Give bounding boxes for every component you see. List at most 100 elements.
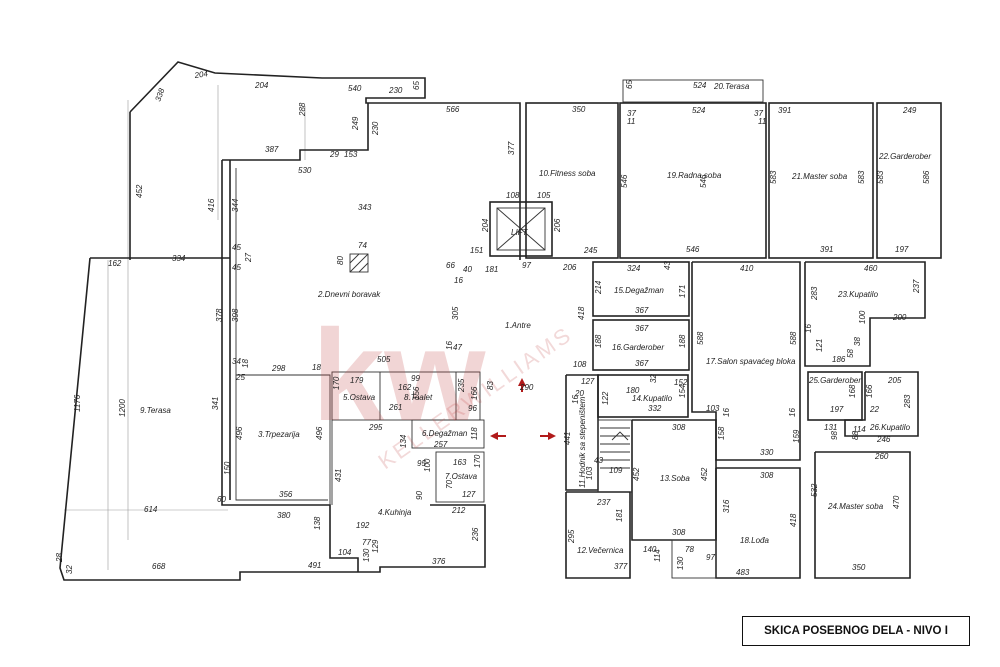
- dimension-label: 546: [620, 174, 629, 188]
- room-label-2: 2.Dnevni boravak: [317, 290, 381, 299]
- dimension-label: 27: [244, 253, 253, 263]
- dimension-label: 214: [594, 280, 603, 295]
- dimension-label: 16: [454, 276, 463, 285]
- dimension-label: 121: [815, 339, 824, 352]
- dimension-label: 483: [736, 568, 750, 577]
- dimension-label: 350: [572, 105, 586, 114]
- room-label-24: 24.Master soba: [827, 502, 884, 511]
- dimension-label: 58: [846, 349, 855, 358]
- dimension-label: 122: [601, 391, 610, 405]
- dimension-label: 367: [635, 324, 649, 333]
- dimension-label: 668: [152, 562, 166, 571]
- room-label-21: 21.Master soba: [791, 172, 848, 181]
- dimension-label: 260: [874, 452, 889, 461]
- dimension-label: 376: [432, 557, 446, 566]
- dimension-label: 32: [649, 374, 658, 383]
- dimension-label: 410: [740, 264, 754, 273]
- dimension-label: 205: [887, 376, 902, 385]
- dimension-label: 130: [676, 556, 685, 570]
- dimension-label: 103: [585, 466, 594, 480]
- dimension-label: 452: [135, 184, 144, 198]
- dimension-label: 104: [338, 548, 352, 557]
- dimension-label: 129: [371, 539, 380, 553]
- dimension-label: 377: [507, 141, 516, 155]
- dimension-label: 43: [594, 456, 603, 465]
- dimension-label: 546: [686, 245, 700, 254]
- dimension-label: 235: [457, 378, 466, 393]
- dimension-label: 316: [722, 499, 731, 513]
- dimension-label: 298: [271, 364, 286, 373]
- dimension-label: 22: [869, 405, 879, 414]
- dimension-label: 181: [485, 265, 498, 274]
- dimension-label: 452: [700, 467, 709, 481]
- room-label-18: 18.Lođa: [740, 536, 769, 545]
- dimension-label: 367: [635, 306, 649, 315]
- room-label-22: 22.Garderober: [878, 152, 931, 161]
- dimension-label: 45: [232, 263, 241, 272]
- dimension-label: 418: [789, 513, 798, 527]
- dimension-label: 74: [358, 241, 367, 250]
- room-label-12: 12.Večernica: [577, 546, 624, 555]
- dimension-label: 18: [241, 359, 250, 368]
- dimension-label: 108: [573, 360, 587, 369]
- dimension-label: 181: [615, 509, 624, 522]
- dimension-label: 99: [411, 374, 420, 383]
- dimension-label: 338: [153, 87, 166, 103]
- dimension-label: 230: [388, 86, 403, 95]
- dimension-label: 70: [445, 480, 454, 489]
- dimension-label: 16: [445, 341, 454, 350]
- dimension-label: 77: [362, 538, 371, 547]
- room-label-3: 3.Trpezarija: [258, 430, 300, 439]
- dimension-label: 40: [463, 265, 472, 274]
- dimension-label: 330: [760, 448, 774, 457]
- room-label-4: 4.Kuhinja: [378, 508, 412, 517]
- dimension-label: 37: [627, 109, 636, 118]
- dimension-label: 105: [537, 191, 551, 200]
- dimension-label: 230: [371, 121, 380, 136]
- dimension-label: 109: [609, 466, 623, 475]
- dimension-label: 95: [417, 459, 426, 468]
- room-label-1: 1.Antre: [505, 321, 531, 330]
- dimension-label: 452: [632, 467, 641, 481]
- dimension-label: 100: [858, 310, 867, 324]
- dimension-label: 78: [685, 545, 694, 554]
- dimension-label: 356: [279, 490, 293, 499]
- dimension-label: 460: [864, 264, 878, 273]
- dimension-label: 341: [211, 397, 220, 410]
- dimension-label: 236: [471, 527, 480, 542]
- dimension-label: 100: [423, 458, 432, 472]
- dimension-label: 11: [758, 117, 766, 126]
- dimension-label: 418: [577, 306, 586, 320]
- dimension-label: 131: [824, 423, 837, 432]
- dimension-label: 237: [596, 498, 611, 507]
- dimension-label: 237: [912, 279, 921, 294]
- dimension-label: 441: [563, 432, 572, 445]
- plan-title: SKICA POSEBNOG DELA - NIVO I: [764, 625, 948, 637]
- dimension-label: 11: [627, 117, 635, 126]
- dimension-label: 151: [470, 246, 483, 255]
- title-box: SKICA POSEBNOG DELA - NIVO I: [742, 616, 970, 646]
- dimension-label: 130: [362, 548, 371, 562]
- dimension-label: 114: [853, 425, 866, 434]
- dimension-label: 540: [348, 84, 362, 93]
- dimension-label: 308: [760, 471, 774, 480]
- dimension-label: 188: [594, 334, 603, 348]
- dimension-label: 134: [399, 434, 408, 448]
- dimension-label: 16: [804, 324, 813, 333]
- dimension-label: 1176: [73, 394, 82, 412]
- dimension-label: 37: [754, 109, 763, 118]
- dimension-label: 588: [696, 331, 705, 345]
- dimension-label: 171: [678, 285, 687, 298]
- dimension-label: 170: [473, 454, 482, 468]
- dimension-label: 614: [144, 505, 158, 514]
- dimension-label: 334: [172, 254, 186, 263]
- dimension-label: 127: [462, 490, 476, 499]
- entry-arrows: [490, 378, 556, 440]
- dimension-label: 65: [412, 81, 421, 90]
- dimension-label: 43: [663, 261, 672, 270]
- dimension-label: 249: [351, 116, 360, 131]
- dimension-label: 25: [235, 373, 245, 382]
- dimension-label: 491: [308, 561, 321, 570]
- dimension-label: 28: [55, 553, 64, 563]
- dimension-label: 332: [648, 404, 662, 413]
